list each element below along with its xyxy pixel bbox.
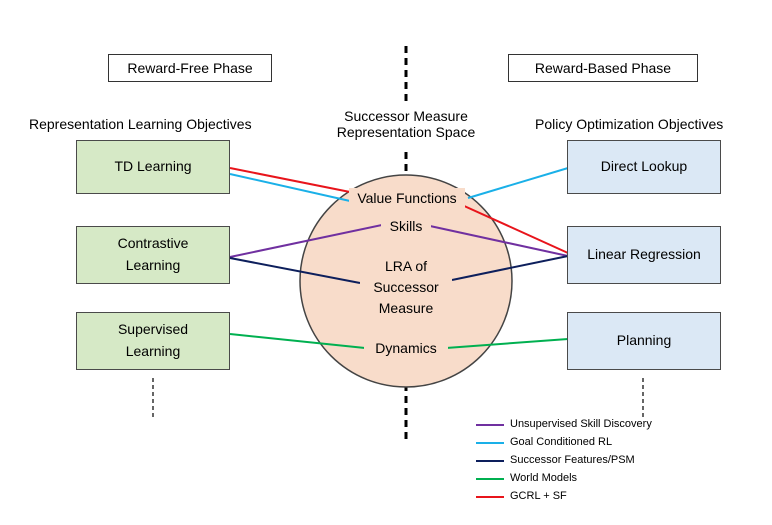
edge-dynamics-planning-green	[445, 338, 569, 349]
legend-item-2: Successor Features/PSM	[510, 454, 635, 466]
edge-supervised-dynamics-green	[229, 333, 366, 349]
legend-item-3: World Models	[510, 472, 578, 484]
reward-free-phase-label: Reward-Free Phase	[108, 54, 272, 82]
edge-td-value-cyan	[229, 173, 351, 202]
lra-successor-measure-node: LRA of Successor Measure	[360, 256, 452, 319]
edge-td-value-red	[229, 167, 351, 193]
center-header-line2: Representation Space	[336, 124, 476, 141]
legend-item-0: Unsupervised Skill Discovery	[510, 418, 652, 430]
supervised-label-line2: Learning	[125, 343, 181, 359]
edge-lra-linear-navy	[451, 255, 569, 281]
center-header-line1: Successor Measure	[344, 108, 468, 124]
legend-item-4: GCRL + SF	[510, 490, 567, 502]
linear-regression-box: Linear Regression	[567, 226, 721, 284]
lra-line2: Successor	[373, 279, 439, 295]
planning-box: Planning	[567, 312, 721, 370]
direct-lookup-label: Direct Lookup	[600, 158, 688, 175]
supervised-learning-box: Supervised Learning	[76, 312, 230, 370]
edge-value-linear-red	[461, 204, 569, 254]
td-learning-box: TD Learning	[76, 140, 230, 194]
reward-based-phase-label: Reward-Based Phase	[508, 54, 698, 82]
right-column-header: Policy Optimization Objectives	[535, 116, 724, 132]
left-column-header: Representation Learning Objectives	[29, 116, 252, 132]
supervised-label-line1: Supervised	[117, 321, 189, 338]
linear-regression-label: Linear Regression	[587, 246, 701, 263]
planning-label: Planning	[616, 332, 672, 349]
skills-node: Skills	[381, 216, 431, 237]
contrastive-learning-box: Contrastive Learning	[76, 226, 230, 284]
td-learning-label: TD Learning	[114, 158, 192, 175]
edge-contrastive-skills-purple	[229, 224, 383, 258]
direct-lookup-box: Direct Lookup	[567, 140, 721, 194]
lra-line1: LRA of	[384, 258, 428, 274]
contrastive-label-line2: Learning	[125, 257, 181, 273]
edge-contrastive-lra-navy	[229, 257, 361, 284]
center-column-header: Successor Measure Representation Space	[316, 108, 496, 140]
dynamics-node: Dynamics	[364, 338, 448, 359]
legend-item-1: Goal Conditioned RL	[510, 436, 613, 448]
lra-line3: Measure	[378, 300, 434, 316]
edge-value-direct-cyan	[467, 167, 569, 199]
contrastive-label-line1: Contrastive	[117, 235, 189, 252]
edge-skills-linear-purple	[429, 225, 569, 257]
value-functions-node: Value Functions	[349, 188, 465, 209]
